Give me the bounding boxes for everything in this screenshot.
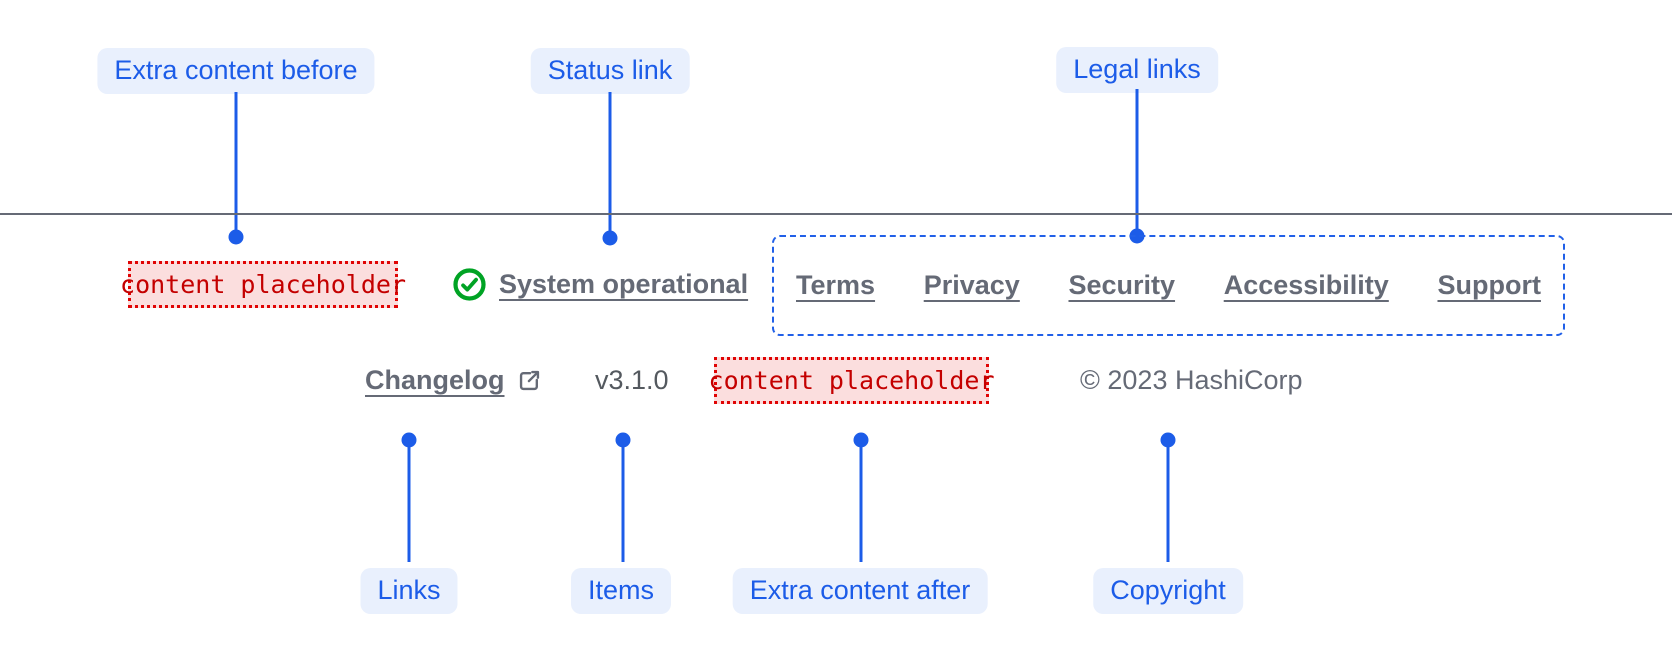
- annotation-legal-links: Legal links: [1056, 47, 1218, 93]
- callout-line: [621, 440, 625, 562]
- annotation-copyright: Copyright: [1093, 568, 1243, 614]
- callout-line: [234, 92, 238, 237]
- changelog-link[interactable]: Changelog: [365, 357, 543, 404]
- annotation-extra-content-after: Extra content after: [732, 568, 988, 614]
- footer-divider: [0, 213, 1672, 215]
- annotation-extra-content-before: Extra content before: [97, 48, 375, 94]
- annotation-items: Items: [570, 568, 672, 614]
- copyright-text: © 2023 HashiCorp: [1080, 365, 1303, 395]
- callout-dot: [228, 229, 244, 245]
- extra-content-after-placeholder: content placeholder: [709, 357, 995, 404]
- changelog-link-label[interactable]: Changelog: [365, 365, 505, 395]
- status-link-label[interactable]: System operational: [499, 269, 749, 299]
- status-link[interactable]: System operational: [452, 261, 748, 308]
- callout-line: [859, 440, 863, 562]
- version-text: v3.1.0: [595, 365, 669, 395]
- external-link-icon: [516, 367, 543, 394]
- legal-link-terms[interactable]: Terms: [796, 270, 876, 300]
- legal-link-support[interactable]: Support: [1437, 270, 1541, 300]
- legal-links-group: Terms Privacy Security Accessibility Sup…: [772, 235, 1565, 336]
- check-circle-icon: [452, 267, 487, 302]
- callout-line: [1135, 89, 1139, 236]
- legal-link-security[interactable]: Security: [1068, 270, 1176, 300]
- annotation-status-link: Status link: [530, 48, 690, 94]
- annotation-links: Links: [360, 568, 458, 614]
- callout-line: [608, 92, 612, 238]
- legal-link-privacy[interactable]: Privacy: [923, 270, 1020, 300]
- legal-link-accessibility[interactable]: Accessibility: [1223, 270, 1389, 300]
- extra-content-before-placeholder: content placeholder: [120, 261, 406, 308]
- callout-line: [407, 440, 411, 562]
- callout-line: [1166, 440, 1170, 562]
- callout-dot: [602, 230, 618, 246]
